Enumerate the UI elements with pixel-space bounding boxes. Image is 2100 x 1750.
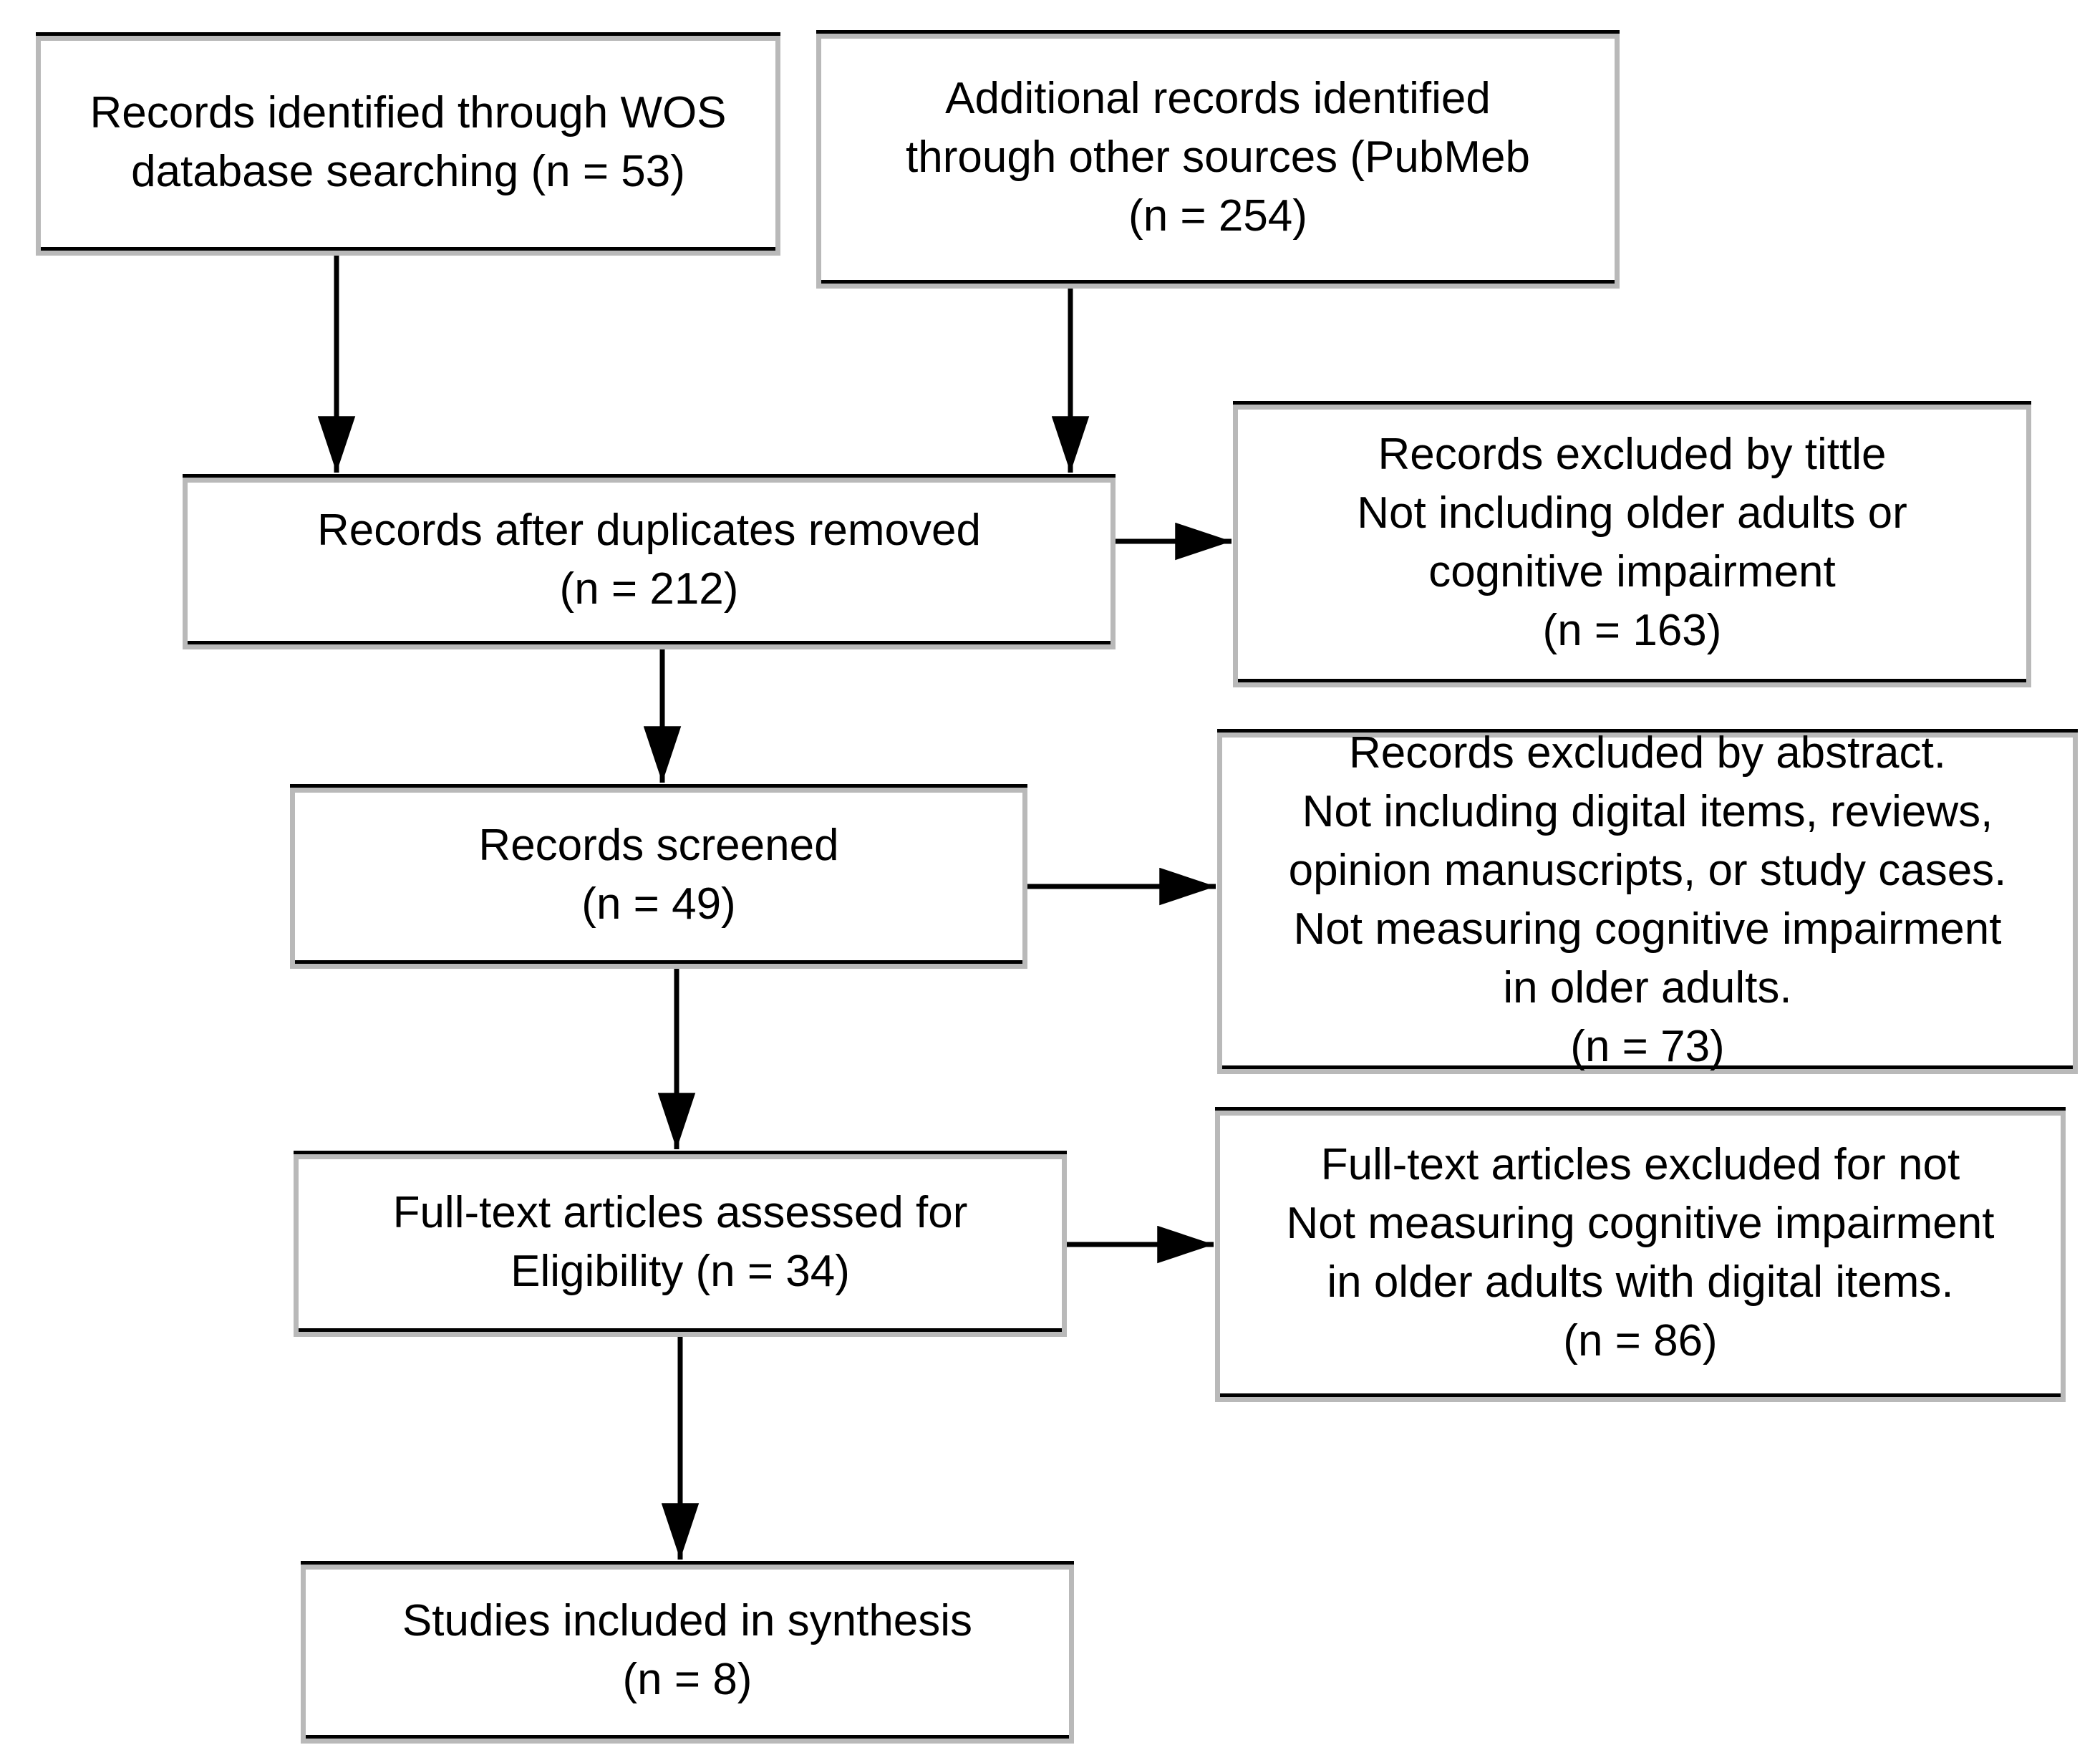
- box-studies-included-synthesis: Studies included in synthesis (n = 8): [301, 1561, 1074, 1740]
- box-records-screened-text: Records screened (n = 49): [478, 820, 839, 929]
- box-records-identified-wos-text: Records identified through WOS database …: [89, 87, 727, 196]
- box-records-screened: Records screened (n = 49): [290, 784, 1027, 965]
- box-records-excluded-by-abstract-text: Records excluded by abstract. Not includ…: [1288, 727, 2007, 1071]
- box-records-excluded-by-abstract: Records excluded by abstract. Not includ…: [1217, 728, 2078, 1071]
- box-fulltext-articles-assessed: Full-text articles assessed for Eligibil…: [294, 1151, 1067, 1333]
- box-studies-included-synthesis-text: Studies included in synthesis (n = 8): [402, 1596, 973, 1704]
- box-fulltext-articles-assessed-text: Full-text articles assessed for Eligibil…: [392, 1187, 968, 1296]
- box-fulltext-articles-excluded: Full-text articles excluded for not Not …: [1215, 1107, 2066, 1398]
- box-records-identified-wos: Records identified through WOS database …: [36, 32, 780, 252]
- box-records-excluded-by-title-text: Records excluded by tittle Not including…: [1357, 429, 1907, 655]
- box-additional-records-other-sources-text: Additional records identified through ot…: [906, 74, 1530, 241]
- box-additional-records-other-sources: Additional records identified through ot…: [816, 30, 1620, 285]
- box-fulltext-articles-excluded-text: Full-text articles excluded for not Not …: [1286, 1139, 1995, 1365]
- box-records-after-duplicates-removed: Records after duplicates removed (n = 21…: [183, 474, 1116, 646]
- box-records-excluded-by-title: Records excluded by tittle Not including…: [1233, 401, 2031, 684]
- box-records-after-duplicates-removed-text: Records after duplicates removed (n = 21…: [316, 506, 981, 614]
